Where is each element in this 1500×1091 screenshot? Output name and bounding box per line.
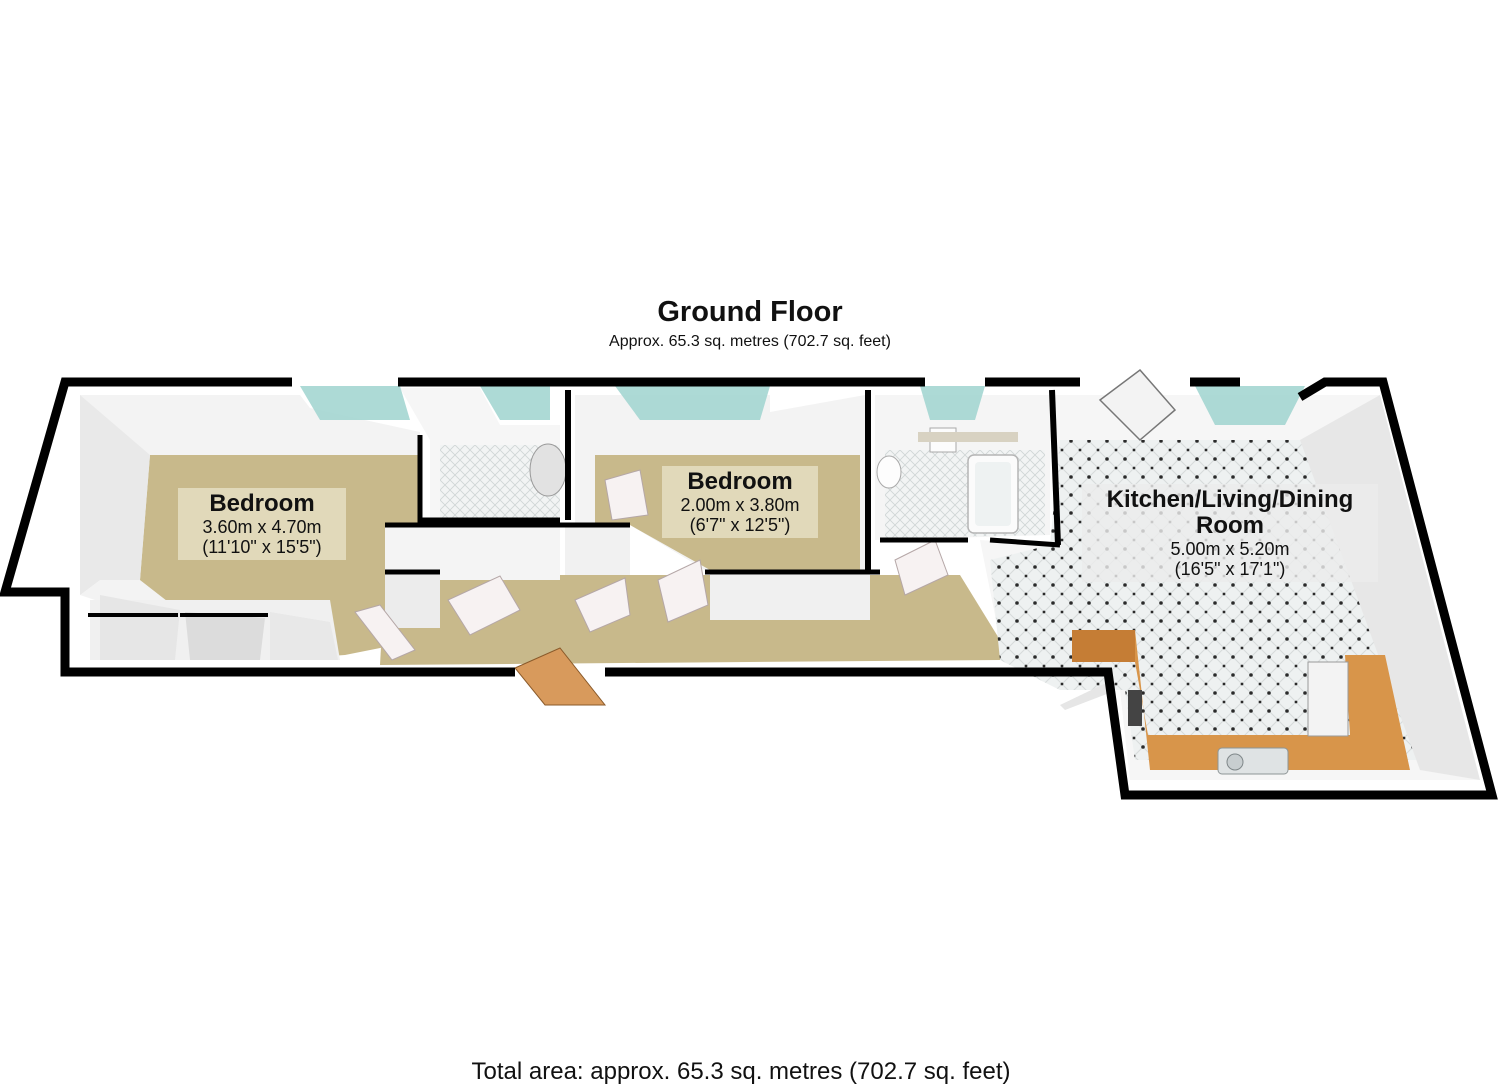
- floor-area-subtitle: Approx. 65.3 sq. metres (702.7 sq. feet): [609, 333, 891, 350]
- total-area-caption: Total area: approx. 65.3 sq. metres (702…: [471, 1058, 1011, 1085]
- windows: [300, 386, 1305, 425]
- room-label-bedroom-2: Bedroom 2.00m x 3.80m (6'7" x 12'5"): [662, 466, 818, 538]
- room-dimensions-metric: 5.00m x 5.20m: [1170, 539, 1290, 559]
- room-label-kitchen-living-dining: Kitchen/Living/Dining Room 5.00m x 5.20m…: [1082, 484, 1378, 582]
- room-name: Kitchen/Living/Dining Room: [1106, 486, 1354, 539]
- ensuite-shower-area: [400, 388, 567, 520]
- room-label-bedroom-1: Bedroom 3.60m x 4.70m (11'10" x 15'5"): [178, 488, 346, 560]
- walls: [0, 377, 1498, 800]
- floor-title: Ground Floor: [657, 296, 843, 328]
- room-dimensions-imperial: (6'7" x 12'5"): [689, 515, 791, 535]
- bathroom-area: [875, 395, 1050, 540]
- doors: [354, 368, 1177, 710]
- room-dimensions-imperial: (11'10" x 15'5"): [202, 537, 322, 557]
- room-dimensions-metric: 3.60m x 4.70m: [202, 517, 322, 537]
- room-dimensions-imperial: (16'5" x 17'1"): [1174, 559, 1286, 579]
- room-name: Bedroom: [209, 490, 315, 517]
- room-name: Bedroom: [687, 468, 793, 495]
- room-dimensions-metric: 2.00m x 3.80m: [680, 495, 800, 515]
- hallway-area: [380, 525, 1000, 665]
